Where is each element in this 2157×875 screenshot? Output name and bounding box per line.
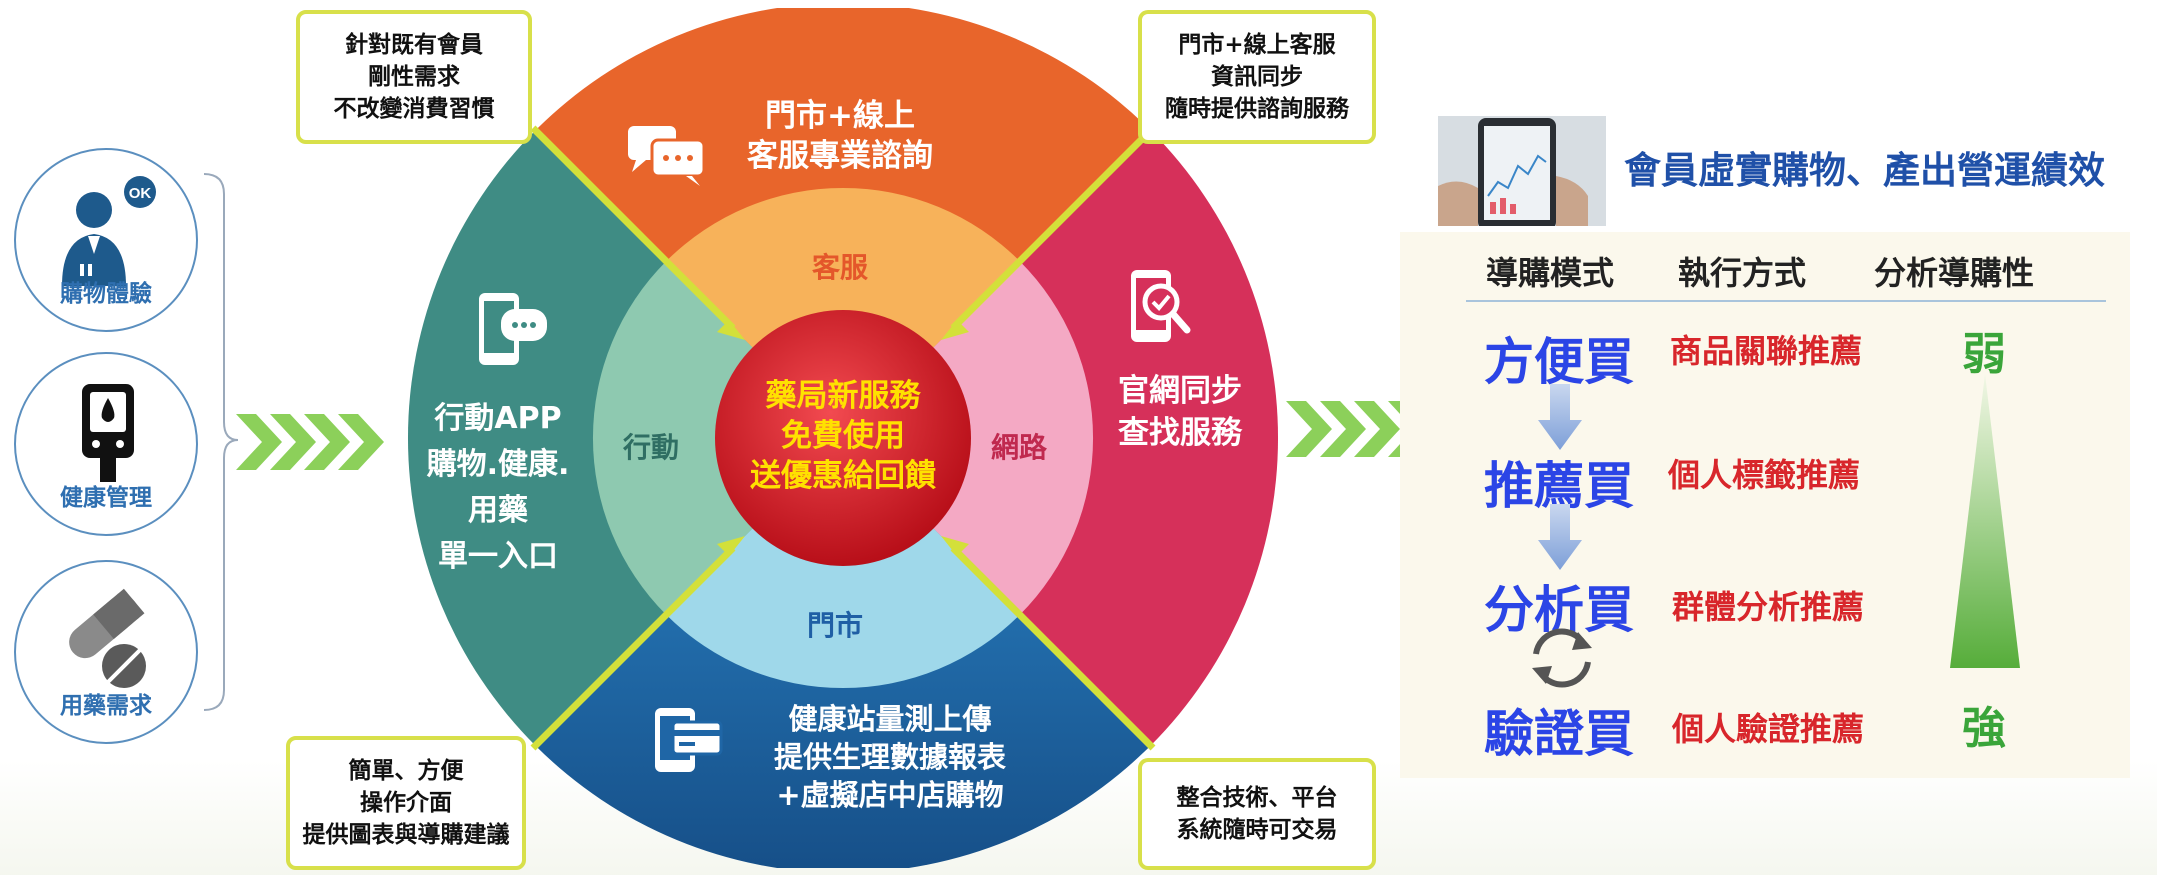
center-line: 免費使用 — [781, 418, 905, 454]
down-arrow-icon — [1538, 504, 1582, 570]
left-item-label: 用藥需求 — [60, 693, 152, 719]
left-item-label: 健康管理 — [60, 485, 152, 511]
mode-label: 方便買 — [1484, 333, 1634, 391]
left-segment-text: 行動APP 購物.健康. 用藥 單一入口 — [398, 396, 598, 580]
left-title-line: 購物.健康. — [426, 447, 570, 482]
callout-line: 整合技術、平台 — [1176, 785, 1338, 811]
cycle-arrows-icon — [1532, 628, 1592, 688]
header-guided-mode: 導購模式 — [1486, 254, 1615, 292]
method-label: 個人驗證推薦 — [1672, 710, 1865, 748]
right-title-line: 查找服務 — [1118, 415, 1242, 451]
method-label: 商品關聯推薦 — [1670, 332, 1863, 370]
phone-search-icon — [1131, 270, 1191, 342]
card-payment-icon — [655, 708, 723, 772]
method-label: 個人標籤推薦 — [1668, 456, 1861, 494]
pills-capsule-icon — [69, 588, 146, 688]
strong-label: 強 — [1962, 703, 2006, 754]
left-bracket — [203, 173, 239, 711]
service-wheel — [407, 8, 1279, 868]
mobile-chat-icon — [479, 293, 547, 365]
callout-bottom-right: 整合技術、平台 系統隨時可交易 — [1138, 758, 1376, 870]
inner-right-label: 網路 — [990, 431, 1047, 464]
top-title-line: 客服專業諮詢 — [747, 138, 933, 174]
center-text: 藥局新服務 免費使用 送優惠給回饋 — [713, 376, 973, 496]
glucose-meter-icon — [82, 384, 134, 482]
health-management-circle: 健康管理 — [14, 352, 198, 536]
callout-top-left: 針對既有會員 剛性需求 不改變消費習慣 — [296, 10, 532, 144]
arrowhead — [941, 320, 969, 340]
guided-purchase-panel — [1400, 232, 2130, 778]
callout-line: 剛性需求 — [368, 64, 460, 90]
mode-label: 驗證買 — [1484, 705, 1634, 763]
inner-top-label: 客服 — [811, 251, 868, 284]
left-item-label: 購物體驗 — [60, 281, 152, 307]
center-line: 送優惠給回饋 — [750, 458, 936, 494]
left-title-line: 行動APP — [434, 401, 562, 436]
medication-needs-circle: 用藥需求 — [14, 560, 198, 744]
callout-line: 門市+線上客服 — [1178, 32, 1336, 58]
down-arrow-icon — [1538, 384, 1582, 450]
method-label: 群體分析推薦 — [1672, 588, 1865, 626]
bottom-title-line: 健康站量測上傳 — [788, 702, 992, 736]
bottom-title-line: +虛擬店中店購物 — [776, 778, 1004, 812]
inner-bottom-label: 門市 — [806, 609, 863, 642]
left-title-line: 用藥 — [468, 493, 528, 528]
callout-line: 簡單、方便 — [348, 758, 464, 784]
header-divider — [1466, 300, 2106, 302]
callout-line: 隨時提供諮詢服務 — [1165, 96, 1349, 122]
arrowhead — [717, 536, 745, 556]
left-title-line: 單一入口 — [438, 539, 558, 574]
pharmacist-ok-icon: OK — [62, 176, 156, 286]
callout-line: 資訊同步 — [1211, 64, 1303, 90]
callout-line: 針對既有會員 — [345, 32, 483, 58]
center-line: 藥局新服務 — [765, 378, 921, 414]
callout-line: 操作介面 — [360, 790, 452, 816]
callout-bottom-left: 簡單、方便 操作介面 提供圖表與導購建議 — [286, 736, 526, 870]
callout-line: 系統隨時可交易 — [1176, 817, 1338, 843]
top-title-line: 門市+線上 — [765, 98, 915, 134]
callout-line: 提供圖表與導購建議 — [302, 822, 510, 848]
smartphone-chart-photo — [1438, 116, 1606, 226]
inner-left-label: 行動 — [622, 431, 679, 464]
arrowhead — [941, 536, 969, 556]
center-circle — [715, 310, 971, 566]
shopping-experience-circle: OK 購物體驗 — [14, 148, 198, 332]
left-chevron-arrows — [236, 414, 384, 470]
callout-top-right: 門市+線上客服 資訊同步 隨時提供諮詢服務 — [1138, 10, 1376, 144]
bottom-segment-text: 健康站量測上傳 提供生理數據報表 +虛擬店中店購物 — [690, 700, 1090, 814]
header-execution-method: 執行方式 — [1678, 254, 1807, 292]
strength-triangle — [1950, 374, 2020, 668]
weak-label: 弱 — [1962, 329, 2006, 380]
right-panel-title: 會員虛實購物、產出營運績效 — [1624, 149, 2105, 192]
arrowhead — [717, 320, 745, 340]
svg-text:OK: OK — [129, 185, 152, 202]
right-title-line: 官網同步 — [1118, 373, 1242, 409]
callout-line: 不改變消費習慣 — [333, 96, 495, 122]
bottom-title-line: 提供生理數據報表 — [773, 740, 1006, 774]
top-segment-text: 門市+線上 客服專業諮詢 — [700, 96, 980, 176]
chat-bubbles-icon — [628, 126, 706, 186]
header-guidance-strength: 分析導購性 — [1874, 254, 2035, 292]
right-segment-text: 官網同步 查找服務 — [1090, 370, 1270, 454]
connector-lines — [530, 125, 1156, 751]
